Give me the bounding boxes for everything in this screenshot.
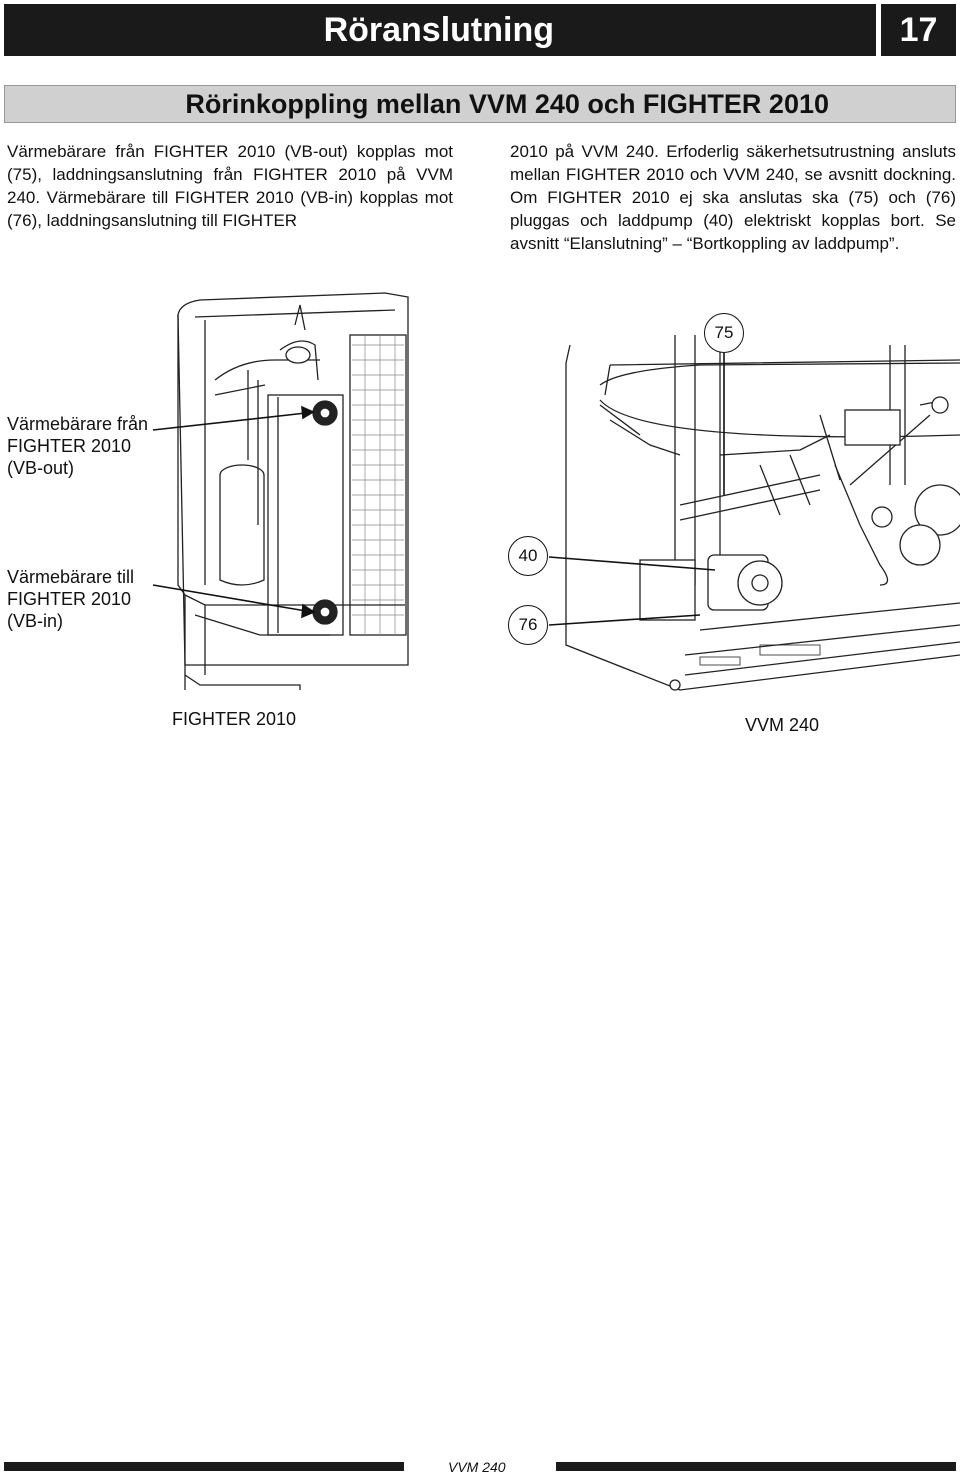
leader-lines (152, 353, 725, 626)
footer-bar-right (556, 1462, 956, 1471)
caption-vvm: VVM 240 (745, 715, 820, 735)
caption-fighter: FIGHTER 2010 (172, 709, 297, 729)
callout-76: 76 (508, 605, 548, 645)
connection-illustration (152, 292, 960, 691)
footer-text: VVM 240 (448, 1459, 506, 1475)
footer-bar-left (4, 1462, 404, 1471)
label-vb-out-line-1: Värmebärare från (7, 414, 149, 434)
label-vb-out: Värmebärare från FIGHTER 2010 (VB-out) (7, 413, 148, 479)
section-title-bar: Rörinkoppling mellan VVM 240 och FIGHTER… (4, 85, 956, 123)
label-vb-in-line-3: (VB-in) (7, 611, 64, 631)
body-text-right: 2010 på VVM 240. Erfoderlig säkerhetsutr… (510, 142, 956, 253)
section-title: Rörinkoppling mellan VVM 240 och FIGHTER… (185, 88, 829, 119)
label-vb-in-line-2: FIGHTER 2010 (7, 589, 132, 609)
label-vb-in-line-1: Värmebärare till (7, 567, 135, 587)
callout-75: 75 (704, 313, 744, 353)
page-number: 17 (881, 4, 956, 56)
fighter-2010-unit (177, 292, 409, 690)
label-vb-out-line-3: (VB-out) (7, 458, 75, 478)
label-vb-in: Värmebärare till FIGHTER 2010 (VB-in) (7, 566, 134, 632)
body-text-left: Värmebärare från FIGHTER 2010 (VB-out) k… (7, 142, 453, 230)
header-bar: Röranslutning (4, 4, 876, 56)
callout-40: 40 (508, 536, 548, 576)
page-title: Röranslutning (323, 10, 554, 49)
label-vb-out-line-2: FIGHTER 2010 (7, 436, 132, 456)
vvm-240-unit (565, 335, 960, 691)
